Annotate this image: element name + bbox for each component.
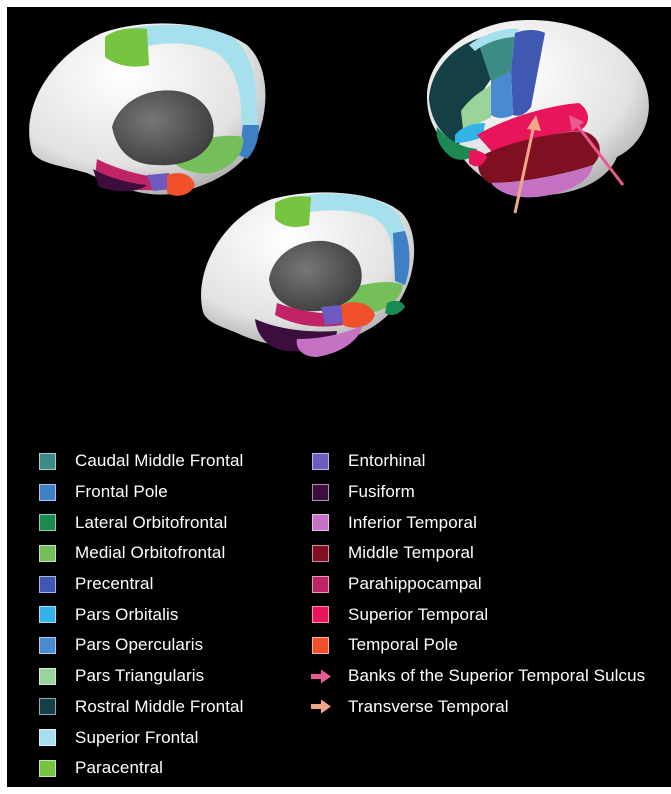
legend-item: Frontal Pole (39, 477, 243, 508)
legend-item: Precentral (39, 569, 243, 600)
legend-item: Temporal Pole (312, 630, 645, 661)
center-medial-brain (201, 192, 414, 357)
legend-label: Precentral (75, 574, 153, 594)
legend-label: Temporal Pole (348, 635, 458, 655)
legend-label: Frontal Pole (75, 482, 168, 502)
legend-label: Pars Opercularis (75, 635, 203, 655)
brain-illustrations (7, 7, 671, 417)
legend-swatch (312, 453, 329, 470)
legend-swatch (312, 514, 329, 531)
arrow-right-icon (310, 668, 332, 685)
rostral-middle-frontal-center-region (385, 301, 405, 315)
figure-panel: Caudal Middle Frontal Frontal Pole Later… (7, 7, 671, 787)
legend-item: Paracentral (39, 753, 243, 784)
legend-swatch (39, 545, 56, 562)
legend-swatch (312, 484, 329, 501)
legend-swatch (39, 668, 56, 685)
legend-label: Rostral Middle Frontal (75, 697, 243, 717)
arrow-right-icon (310, 698, 332, 715)
left-medial-brain (29, 23, 265, 195)
legend-swatch (39, 637, 56, 654)
legend-label: Medial Orbitofrontal (75, 543, 225, 563)
legend-item: Fusiform (312, 477, 645, 508)
legend-label: Banks of the Superior Temporal Sulcus (348, 666, 645, 686)
legend-item: Lateral Orbitofrontal (39, 507, 243, 538)
legend-swatch (312, 637, 329, 654)
paracentral-medial-region (275, 196, 311, 227)
legend-item: Transverse Temporal (312, 692, 645, 723)
legend-label: Inferior Temporal (348, 513, 477, 533)
legend-item: Medial Orbitofrontal (39, 538, 243, 569)
legend-item: Parahippocampal (312, 569, 645, 600)
frontal-pole-medial-region (393, 231, 410, 285)
legend-item: Superior Frontal (39, 722, 243, 753)
legend-item: Inferior Temporal (312, 507, 645, 538)
legend-label: Lateral Orbitofrontal (75, 513, 227, 533)
legend-label: Caudal Middle Frontal (75, 451, 243, 471)
legend-swatch (39, 760, 56, 777)
legend-label: Parahippocampal (348, 574, 482, 594)
legend-label: Pars Triangularis (75, 666, 204, 686)
legend-label: Superior Frontal (75, 728, 199, 748)
legend-item: Entorhinal (312, 446, 645, 477)
legend-item: Superior Temporal (312, 599, 645, 630)
right-lateral-brain (427, 20, 649, 213)
legend-item: Pars Triangularis (39, 661, 243, 692)
legend-label: Fusiform (348, 482, 415, 502)
legend-label: Middle Temporal (348, 543, 474, 563)
legend-swatch (312, 606, 329, 623)
legend-label: Entorhinal (348, 451, 426, 471)
legend-label: Transverse Temporal (348, 697, 509, 717)
legend-item: Pars Opercularis (39, 630, 243, 661)
legend-item: Rostral Middle Frontal (39, 692, 243, 723)
legend-swatch (39, 484, 56, 501)
legend-left-column: Caudal Middle Frontal Frontal Pole Later… (39, 446, 243, 784)
legend-swatch (39, 606, 56, 623)
legend-swatch (39, 698, 56, 715)
legend-swatch (312, 545, 329, 562)
legend-swatch (39, 453, 56, 470)
legend-swatch (39, 514, 56, 531)
paracentral-region (105, 28, 149, 66)
legend-item: Pars Orbitalis (39, 599, 243, 630)
legend-label: Superior Temporal (348, 605, 488, 625)
legend-item: Middle Temporal (312, 538, 645, 569)
legend-swatch (39, 729, 56, 746)
legend-label: Paracentral (75, 758, 163, 778)
legend-item: Caudal Middle Frontal (39, 446, 243, 477)
legend-label: Pars Orbitalis (75, 605, 178, 625)
legend-item: Banks of the Superior Temporal Sulcus (312, 661, 645, 692)
legend-right-column: Entorhinal Fusiform Inferior Temporal Mi… (312, 446, 645, 722)
legend-swatch (312, 576, 329, 593)
legend-swatch (39, 576, 56, 593)
